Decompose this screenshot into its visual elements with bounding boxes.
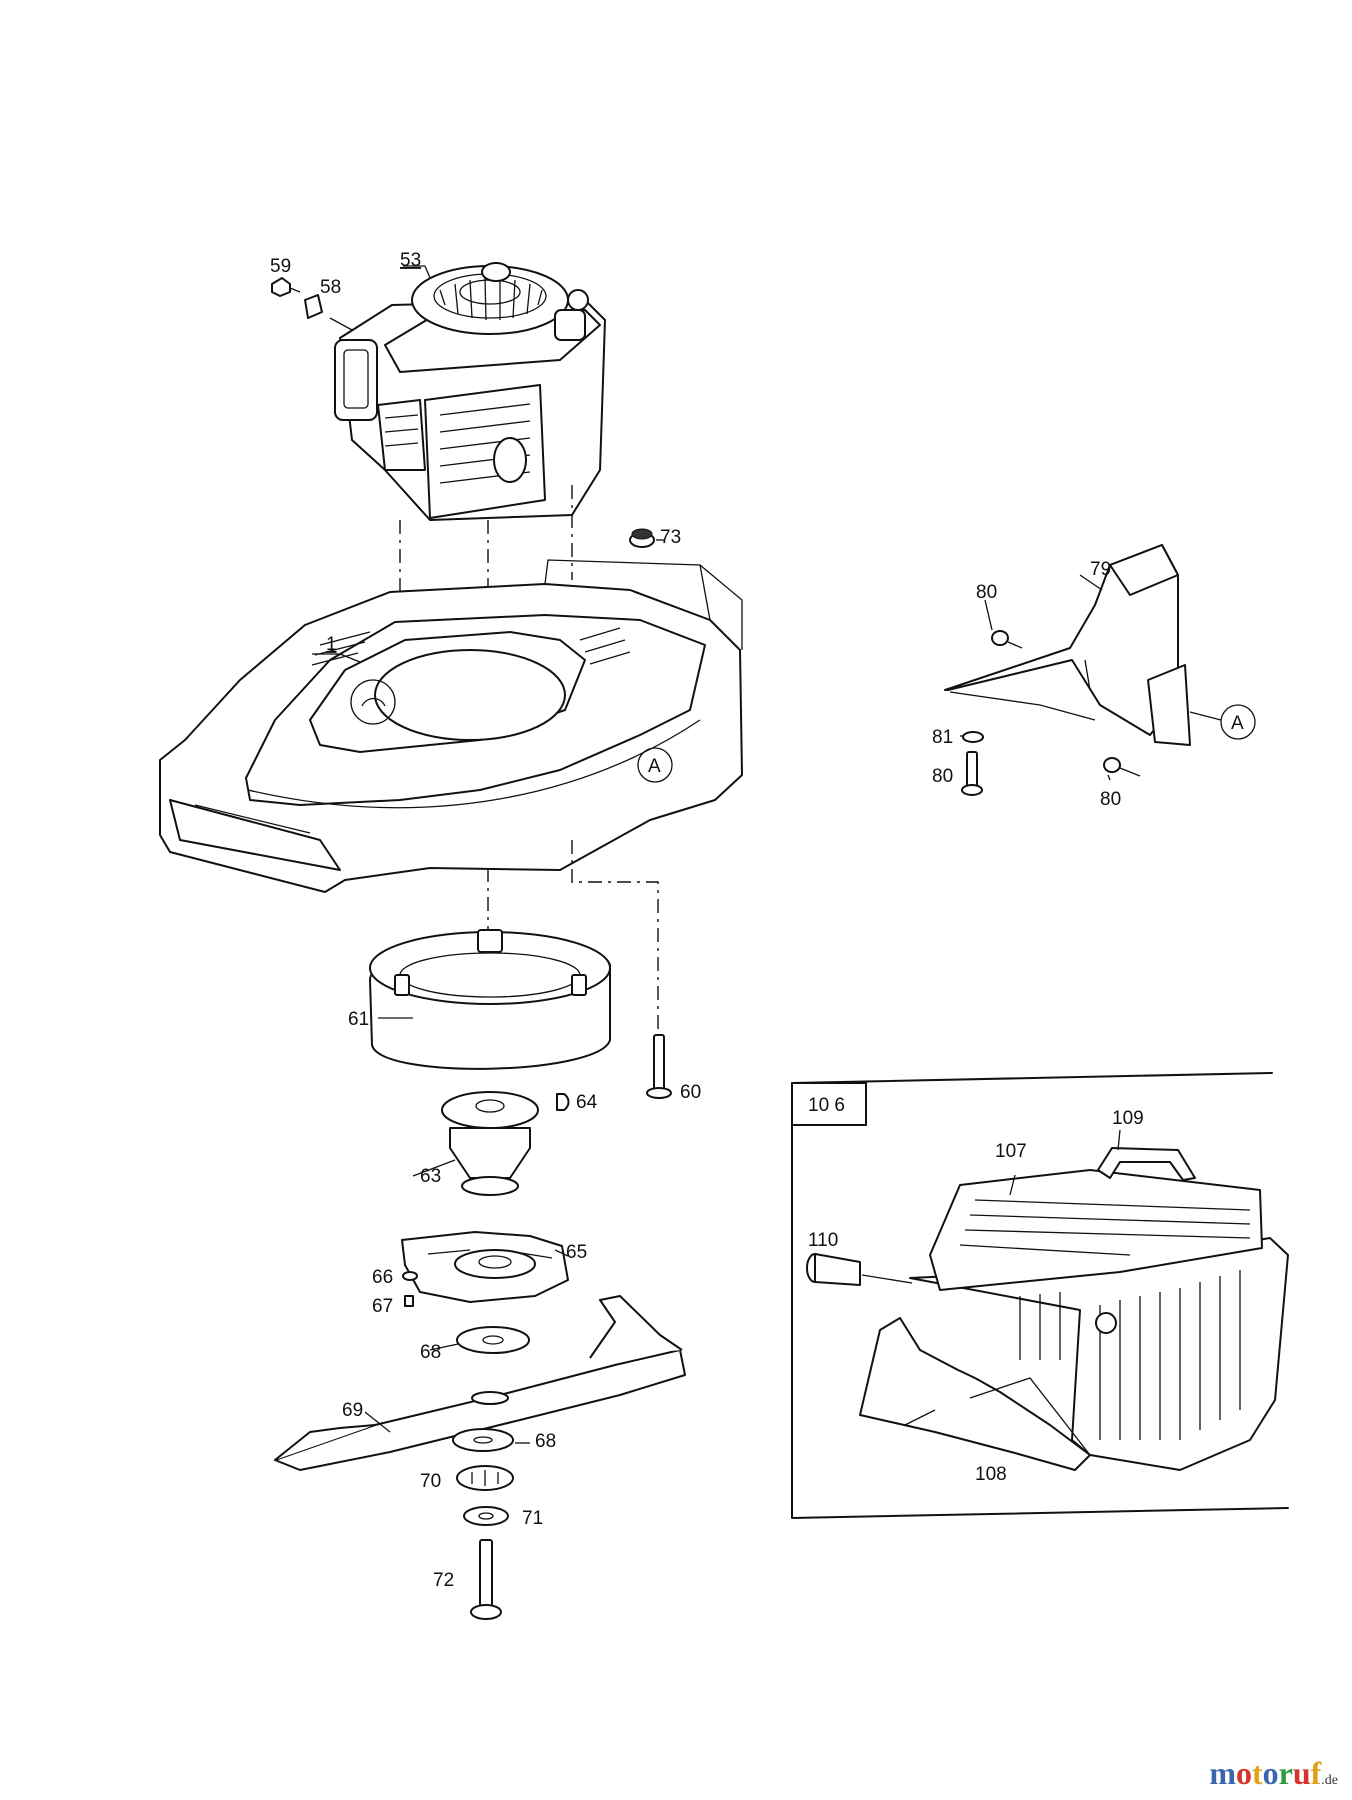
screw-80-bottom-left (961, 751, 983, 796)
bolt-60 (646, 1034, 672, 1099)
grass-catcher (859, 1147, 1289, 1471)
blade-plate-65 (401, 1231, 569, 1303)
watermark-letter: t (1251, 1755, 1263, 1791)
label-59: 59 (270, 256, 291, 277)
adapter-63 (441, 1091, 539, 1196)
watermark-letter: m (1209, 1755, 1236, 1791)
watermark-letter: o (1262, 1755, 1279, 1791)
bolt-59 (271, 277, 301, 297)
clip-58 (304, 294, 323, 319)
washer-68-bottom (452, 1428, 514, 1452)
label-63: 63 (420, 1166, 441, 1187)
key-64 (556, 1093, 570, 1111)
ref-a-deflector: A (1231, 713, 1244, 734)
label-81: 81 (932, 727, 953, 748)
watermark-letters: motoruf (1209, 1755, 1321, 1791)
label-53: 53 (400, 250, 421, 271)
spacer-70 (456, 1465, 514, 1491)
nut-73 (629, 528, 655, 548)
bolt-72 (470, 1539, 502, 1620)
part-labels: 59 58 53 73 1 A 79 80 81 80 80 A 61 60 6… (270, 250, 1244, 1591)
blade-housing-61 (369, 929, 611, 1070)
label-60: 60 (680, 1082, 701, 1103)
label-61: 61 (348, 1009, 369, 1030)
watermark-letter: f (1310, 1755, 1322, 1791)
label-79: 79 (1090, 559, 1111, 580)
label-80-bottom-right: 80 (1100, 789, 1121, 810)
label-110: 110 (808, 1230, 838, 1251)
ref-circle-a-deck (637, 747, 673, 783)
watermark-letter: r (1278, 1755, 1293, 1791)
pin-110 (806, 1253, 913, 1286)
inset-frame (791, 1072, 1289, 1519)
label-106: 10 6 (808, 1095, 845, 1116)
label-107: 107 (995, 1141, 1027, 1162)
washer-81 (962, 731, 984, 743)
label-65: 65 (566, 1242, 587, 1263)
label-68-top: 68 (420, 1342, 441, 1363)
screw-80-top (991, 630, 1023, 649)
label-71: 71 (522, 1508, 543, 1529)
mower-deck (159, 559, 743, 893)
leader-lines (312, 265, 1121, 1444)
label-73: 73 (660, 527, 681, 548)
watermark-tld: .de (1321, 1773, 1338, 1788)
label-69: 69 (342, 1400, 363, 1421)
label-68-bottom: 68 (535, 1431, 556, 1452)
label-66: 66 (372, 1267, 393, 1288)
screw-80-bottom-right (1103, 757, 1141, 777)
label-72: 72 (433, 1570, 454, 1591)
blade-69 (274, 1295, 686, 1471)
motoruf-watermark: motoruf.de (1209, 1755, 1338, 1792)
washer-71 (463, 1506, 509, 1526)
label-80-bottom-left: 80 (932, 766, 953, 787)
watermark-letter: u (1292, 1755, 1311, 1791)
engine (334, 262, 606, 521)
nut-67 (404, 1295, 414, 1307)
watermark-letter: o (1235, 1755, 1252, 1791)
label-58: 58 (320, 277, 341, 298)
label-64: 64 (576, 1092, 598, 1113)
washer-68-top (456, 1326, 530, 1354)
label-67: 67 (372, 1296, 393, 1317)
deflector-79 (944, 544, 1191, 746)
label-80-top: 80 (976, 582, 997, 603)
label-109: 109 (1112, 1108, 1144, 1129)
label-70: 70 (420, 1471, 441, 1492)
ref-a-deck: A (648, 756, 661, 777)
label-108: 108 (975, 1464, 1007, 1485)
washer-66 (402, 1271, 418, 1281)
label-1: 1 (326, 634, 337, 655)
ref-circle-a-deflector (1220, 704, 1256, 740)
